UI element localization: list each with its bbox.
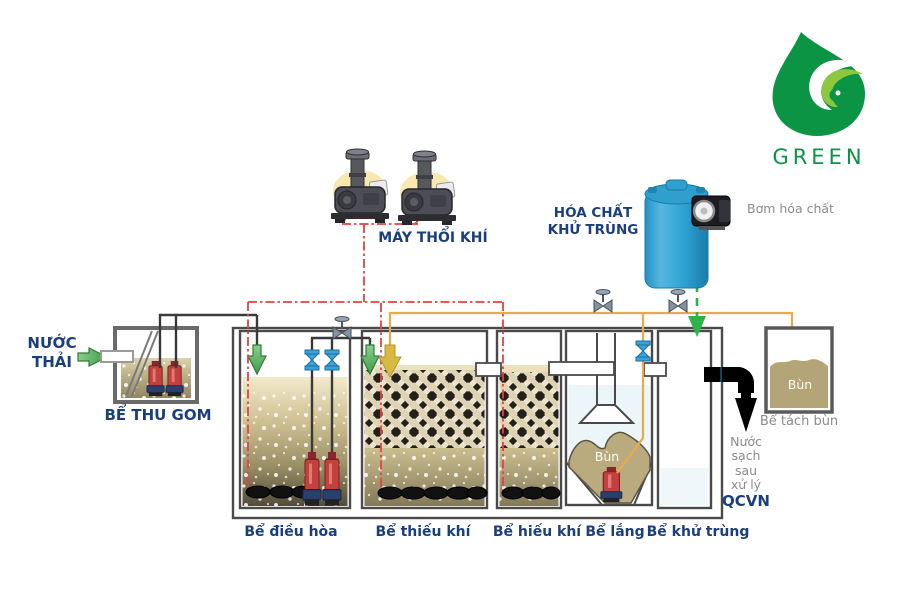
influent-label: NƯỚC THẢI [27,334,77,371]
aerobic-tank [495,329,563,510]
clarifier-funnel [577,404,636,424]
inlet-pipe [100,350,134,363]
effluent-arrow-icon [735,398,757,432]
anoxic-tank-label: Bể thiếu khí [375,524,471,540]
separated-sludge [770,359,828,408]
collection-to-eq-pipe [158,313,259,368]
anoxic-tank [360,329,489,510]
sludge-separator-tank-label: Bể tách bùn [759,414,839,429]
brand-name: GREEN [772,145,866,169]
submersible-pump-icon [165,360,184,397]
sludge-recycle-arrow-icon [378,344,402,379]
tank-connector [643,362,667,377]
eq-to-anoxic-pipe [310,336,372,452]
air-blower-icon [397,150,457,226]
biofilm-media-pattern [364,370,485,448]
effluent-standard-label: QCVN [722,492,770,510]
settling-sludge-label: Bùn [594,449,620,464]
tank-connector [548,361,615,376]
chemical-dosing-arrow-icon [688,316,706,337]
blower-label: MÁY THỔI KHÍ [378,230,488,246]
biofilm-media-pattern [499,372,559,448]
settling-tank-label: Bể lắng [585,524,645,540]
sludge-separator-tank [764,326,834,414]
brand-logo-icon [772,32,866,136]
valve-icon [593,288,613,313]
separator-sludge-label: Bùn [787,377,813,392]
submersible-pump-icon [302,451,322,507]
disinfection-tank [656,329,713,510]
submersible-pump-icon [146,360,165,397]
chemical-pump-icon [691,195,731,230]
effluent-description: Nước sạch sau xử lý [730,434,762,493]
chemical-pump-label: Bơm hóa chất [747,201,834,216]
aerobic-tank-label: Bể hiếu khí [492,524,582,540]
collection-tank [113,326,199,404]
equalization-tank-label: Bể điều hòa [244,524,338,540]
submersible-pump-icon [322,451,342,507]
diffuser-icons [377,486,488,500]
disinfection-tank-label: Bể khử trùng [646,524,750,540]
chemical-tank-label: HÓA CHẤT KHỬ TRÙNG [547,205,639,238]
air-blower-icon [330,148,390,224]
collection-tank-label: BỂ THU GOM [104,406,212,424]
valve-icon [668,288,688,313]
effluent-pipe [704,367,757,432]
bar-screen-icon [125,330,159,397]
tank-connector [475,362,502,377]
diffuser-icons [501,486,561,500]
